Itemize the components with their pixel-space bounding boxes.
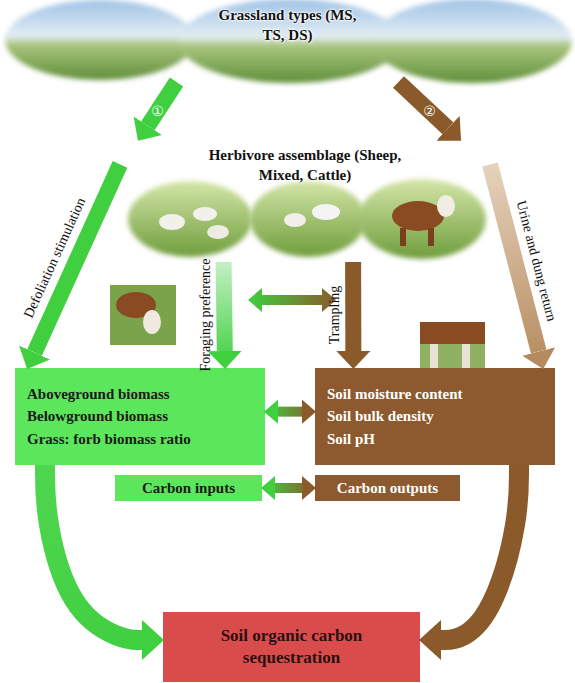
arrow-connector [399, 82, 448, 128]
grazing-photo [110, 285, 176, 345]
carbon-input-box: Carbon inputs [115, 475, 262, 501]
node-text: Herbivore assemblage (Sheep, Mixed, Catt… [208, 146, 403, 185]
edge-label: Trampling [327, 286, 343, 345]
sheep-figure [207, 225, 229, 239]
grassland-photo [178, 0, 402, 83]
node-text: Aboveground biomass [27, 383, 253, 406]
arrow-connector [345, 262, 361, 351]
photo-band-node: Herbivore assemblage (Sheep, Mixed, Catt… [120, 140, 490, 262]
node-text: Grass: forb biomass ratio [27, 428, 253, 451]
grassland-photo [372, 0, 572, 83]
edge-label: Defoliation stimulation [20, 196, 89, 321]
arrow-connector [441, 465, 519, 640]
node-text: Soil pH [327, 428, 543, 451]
sheep-figure [159, 214, 185, 230]
edge-label: Foraging preference [198, 258, 214, 371]
sheep-figure [284, 213, 306, 227]
photo-band-node: Grassland types (MS, TS, DS) [10, 0, 565, 82]
cattle-leg [428, 228, 434, 246]
cattle-body [420, 322, 485, 344]
arrow-connector [490, 164, 539, 351]
interaction-double-arrow [248, 288, 336, 312]
carbon-output-box: Carbon outputs [315, 475, 460, 501]
cattle-figure [312, 204, 340, 220]
node-text: Carbon inputs [142, 480, 235, 497]
node-text: Soil bulk density [327, 405, 543, 428]
arrow-connector [278, 407, 302, 417]
node-text: Belowground biomass [27, 405, 253, 428]
cattle-head [143, 310, 161, 334]
node-text: Carbon outputs [337, 480, 438, 497]
edge-label: ① [151, 103, 164, 119]
arrow-connector [45, 465, 142, 640]
edge-label: ② [423, 103, 436, 119]
arrow-connector [275, 483, 302, 493]
plant-factor-box: Aboveground biomassBelowground biomassGr… [15, 368, 265, 465]
cattle-head [437, 195, 455, 217]
sheep-photo [128, 181, 252, 257]
mixed-herd-photo [250, 181, 366, 257]
soil-factor-box: Soil moisture contentSoil bulk densitySo… [315, 368, 555, 465]
node-text: Soil organic carbon sequestration [197, 625, 387, 669]
arrow-connector [224, 262, 225, 351]
cattle-leg [400, 228, 406, 246]
node-text: Grassland types (MS, TS, DS) [208, 6, 368, 45]
arrow-connector [148, 82, 177, 126]
sheep-figure [193, 207, 217, 221]
cattle-photo [358, 179, 486, 259]
node-text: Soil moisture content [327, 383, 543, 406]
grassland-photo [5, 0, 195, 80]
arrow-connector [35, 164, 120, 352]
outcome-box: Soil organic carbon sequestration [163, 612, 420, 682]
edge-label: Urine and dung return [512, 199, 559, 323]
cattle-figure [392, 201, 444, 231]
